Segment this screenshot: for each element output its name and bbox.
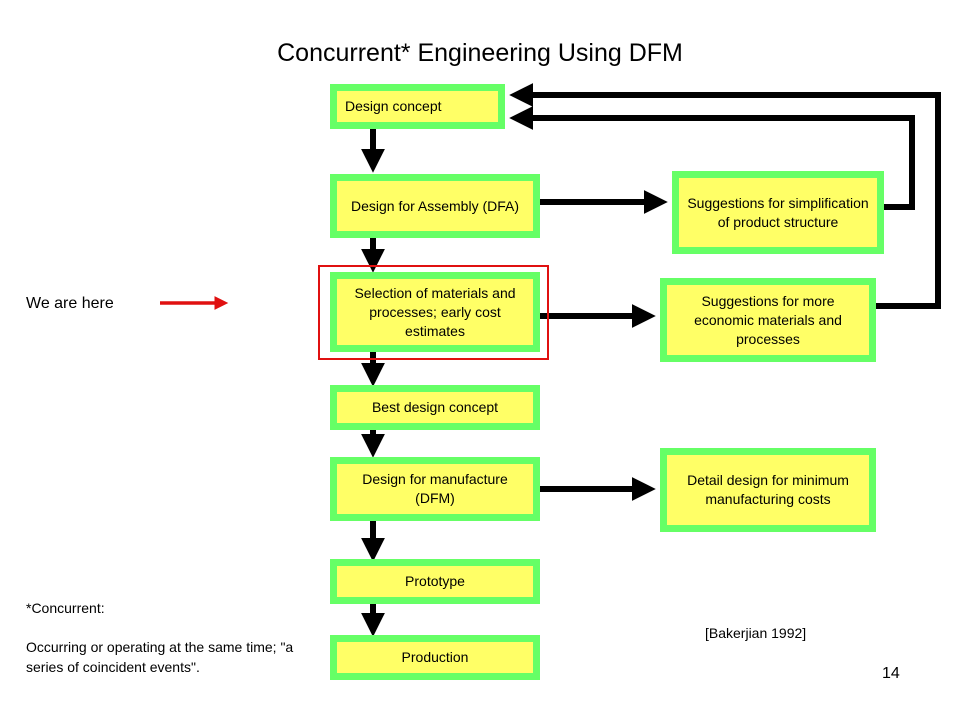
box-selection-label: Selection of materials and processes; ea… — [354, 284, 516, 339]
footnote-heading: *Concurrent: — [26, 600, 105, 616]
feedback-simplification-to-concept — [509, 106, 915, 210]
box-detail-label: Detail design for minimum manufacturing … — [687, 472, 849, 507]
citation: [Bakerjian 1992] — [705, 625, 807, 641]
box-detail-design: Detail design for minimum manufacturing … — [660, 448, 876, 532]
slide-title: Concurrent* Engineering Using DFM — [277, 39, 683, 67]
box-prototype-label: Prototype — [405, 573, 465, 589]
box-best-design-concept: Best design concept — [330, 385, 540, 430]
box-production: Production — [330, 635, 540, 680]
footnote-text: Occurring or operating at the same time;… — [26, 639, 294, 675]
box-prototype: Prototype — [330, 559, 540, 604]
box-simplification-label: Suggestions for simplification of produc… — [687, 194, 869, 230]
box-design-concept: Design concept — [330, 84, 505, 129]
box-suggestions-simplification: Suggestions for simplification of produc… — [672, 171, 884, 254]
box-design-for-assembly: Design for Assembly (DFA) — [330, 174, 540, 238]
we-are-here-label: We are here — [26, 295, 114, 312]
current-step-highlight — [318, 265, 549, 360]
box-suggestions-materials: Suggestions for more economic materials … — [660, 278, 876, 362]
box-design-concept-label: Design concept — [345, 98, 442, 114]
page-number: 14 — [882, 665, 900, 682]
box-design-for-manufacture: Design for manufacture (DFM) — [330, 457, 540, 521]
box-best-label: Best design concept — [371, 399, 499, 415]
box-production-label: Production — [401, 649, 469, 665]
box-dfm-label: Design for manufacture (DFM) — [362, 471, 508, 506]
box-dfa-label: Design for Assembly (DFA) — [350, 197, 520, 214]
feedback-materials-to-concept — [509, 83, 941, 309]
box-selection-of-materials: Selection of materials and processes; ea… — [330, 272, 540, 352]
box-materials-label: Suggestions for more economic materials … — [694, 292, 842, 347]
